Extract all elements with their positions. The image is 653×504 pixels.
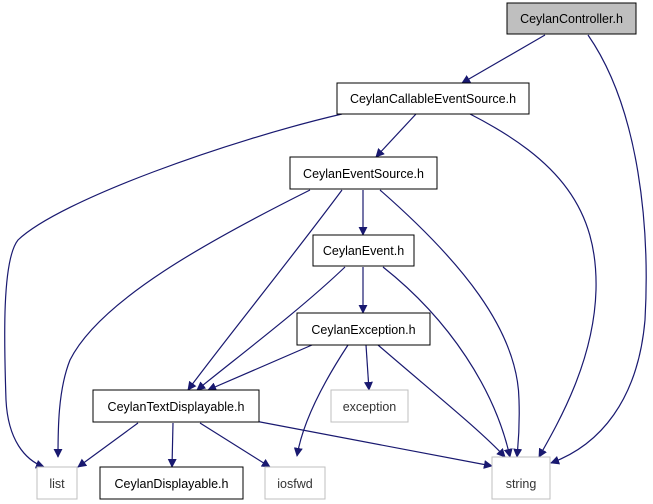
nodes: CeylanController.h CeylanCallableEventSo…	[36, 2, 637, 500]
edge-textdisplayable-displayable	[167, 422, 177, 468]
node-label: CeylanDisplayable.h	[115, 477, 229, 491]
node-label: CeylanTextDisplayable.h	[108, 400, 245, 414]
node-ceylan-text-displayable-h[interactable]: CeylanTextDisplayable.h	[92, 389, 260, 423]
edge-event-string	[382, 266, 513, 458]
edge-controller-callable	[461, 34, 546, 84]
edge-event-textdisplayable	[196, 266, 346, 391]
node-label: iosfwd	[277, 477, 312, 491]
node-label: CeylanCallableEventSource.h	[350, 92, 516, 106]
edge-eventsource-string	[379, 189, 523, 458]
edge-eventsource-list	[53, 189, 311, 458]
edge-exception-h-textdisplayable	[207, 344, 313, 391]
node-label: exception	[343, 400, 397, 414]
node-label: CeylanEvent.h	[323, 244, 404, 258]
edge-callable-eventsource	[375, 113, 417, 158]
edge-textdisplayable-iosfwd	[199, 422, 271, 468]
node-ceylan-controller-h[interactable]: CeylanController.h	[506, 2, 637, 35]
edge-callable-list	[4, 113, 343, 469]
node-label: list	[49, 477, 65, 491]
node-exception: exception	[330, 389, 409, 423]
node-label: CeylanEventSource.h	[303, 167, 424, 181]
node-string: string	[491, 456, 551, 500]
node-label: CeylanException.h	[311, 323, 415, 337]
edge-exception-h-iosfwd	[293, 344, 349, 457]
node-ceylan-exception-h[interactable]: CeylanException.h	[296, 312, 431, 346]
edges	[4, 34, 647, 469]
edge-callable-string	[469, 113, 597, 458]
edge-textdisplayable-string	[254, 420, 493, 469]
edge-exception-h-string	[377, 344, 506, 458]
node-ceylan-event-source-h[interactable]: CeylanEventSource.h	[289, 156, 438, 190]
edge-controller-string	[550, 34, 647, 465]
node-ceylan-event-h[interactable]: CeylanEvent.h	[312, 234, 415, 267]
edge-textdisplayable-list	[77, 422, 139, 468]
node-iosfwd: iosfwd	[264, 466, 326, 500]
node-ceylan-displayable-h[interactable]: CeylanDisplayable.h	[99, 466, 244, 500]
node-list: list	[36, 466, 78, 500]
node-label: CeylanController.h	[520, 12, 623, 26]
node-ceylan-callable-event-source-h[interactable]: CeylanCallableEventSource.h	[336, 82, 530, 115]
node-label: string	[506, 477, 537, 491]
edge-eventsource-textdisplayable	[187, 189, 343, 391]
edge-exception-h-exception	[363, 344, 373, 391]
